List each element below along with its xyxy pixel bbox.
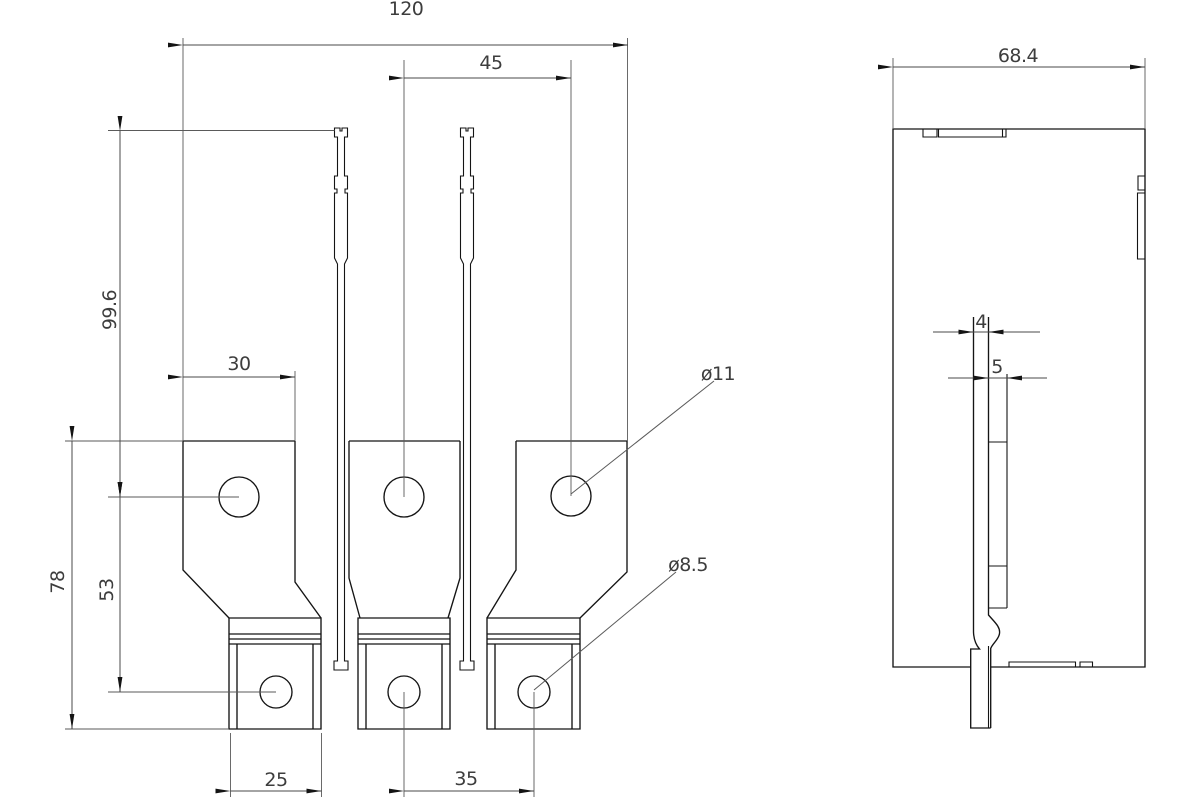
- dim-text-35: 35: [454, 768, 477, 790]
- dimensions: 120 45 99.6 53 78 30 25 35 ø11 ø8.5 68.4…: [47, 0, 1146, 797]
- dim-text-4: 4: [975, 311, 987, 333]
- dim-text-lower-hole-dia: ø8.5: [668, 554, 708, 576]
- side-bottom-tabs: [1008, 661, 1094, 667]
- blade-strip-2: [459, 127, 475, 671]
- extension-lines: [65, 38, 1146, 797]
- dim-text-5: 5: [991, 356, 1003, 378]
- side-right-clips: [1136, 175, 1145, 260]
- blade-strip-1: [333, 127, 349, 671]
- dim-text-45: 45: [479, 52, 502, 74]
- leader-upper-hole-dia: [570, 380, 715, 495]
- bar-3-outline: [486, 440, 628, 730]
- side-top-tabs: [922, 129, 1007, 138]
- dim-text-30: 30: [227, 353, 250, 375]
- front-view: [182, 127, 628, 730]
- dim-text-upper-hole-dia: ø11: [701, 363, 735, 385]
- dim-text-99.6: 99.6: [99, 290, 121, 330]
- dim-text-78: 78: [47, 570, 69, 593]
- bar-1-outline: [182, 440, 322, 730]
- dim-text-25: 25: [264, 769, 287, 791]
- dim-text-53: 53: [96, 578, 118, 601]
- leader-lower-hole-dia: [533, 571, 677, 691]
- side-bar-layer: [988, 374, 1008, 609]
- side-view: [892, 128, 1146, 729]
- dim-text-68.4: 68.4: [998, 45, 1039, 67]
- bar-2-outline: [348, 440, 461, 730]
- side-body-outline: [892, 128, 1146, 668]
- dim-text-120: 120: [389, 0, 424, 20]
- side-bar: [970, 317, 1008, 729]
